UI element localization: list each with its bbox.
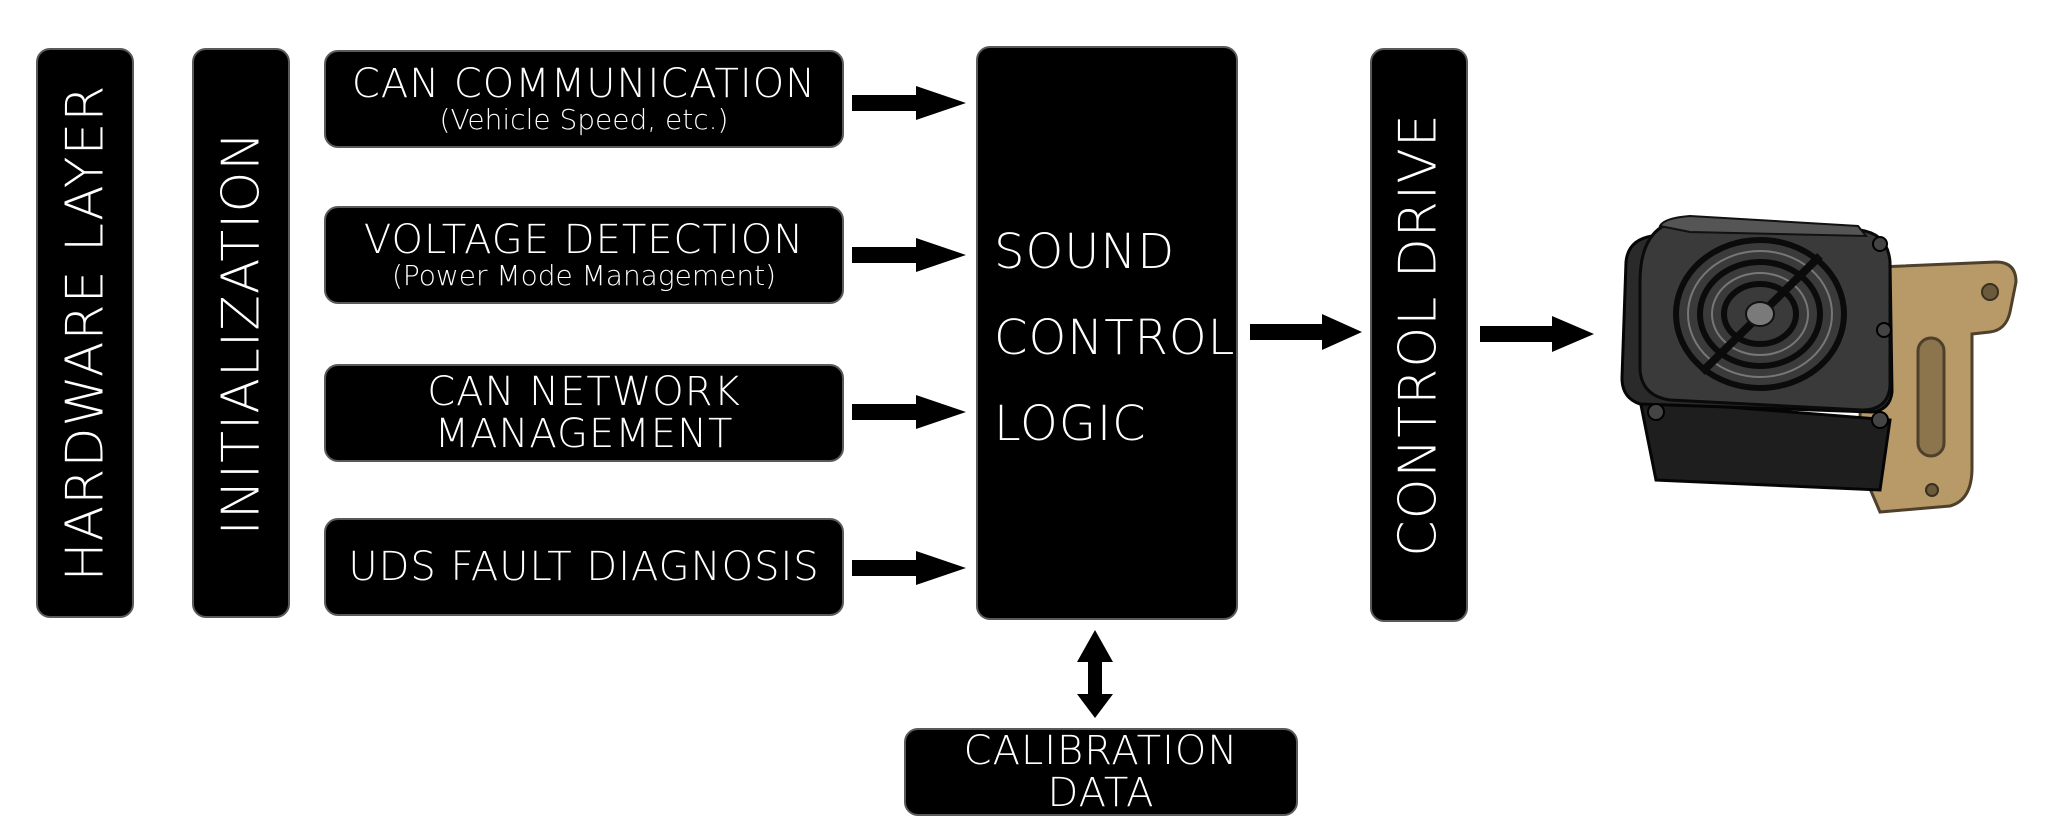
input-title: UDS FAULT DIAGNOSIS <box>348 544 820 590</box>
arrow-right-icon <box>852 395 966 429</box>
input-subtitle: MANAGEMENT <box>434 411 734 457</box>
calibration-data-block: CALIBRATION DATA <box>904 728 1298 816</box>
input-block-can-communication: CAN COMMUNICATION (Vehicle Speed, etc.) <box>324 50 844 148</box>
logic-line-1: SOUND <box>994 224 1176 280</box>
calibration-label: CALIBRATION DATA <box>963 728 1239 816</box>
input-title: CAN NETWORK <box>427 369 741 415</box>
input-block-uds-fault-diagnosis: UDS FAULT DIAGNOSIS <box>324 518 844 616</box>
input-title: VOLTAGE DETECTION <box>363 217 805 264</box>
input-block-voltage-detection: VOLTAGE DETECTION (Power Mode Management… <box>324 206 844 304</box>
arrow-right-icon <box>852 238 966 272</box>
mounting-bracket-icon <box>1853 260 2018 514</box>
arrow-right-icon <box>1480 316 1594 352</box>
arrow-right-icon <box>852 551 966 585</box>
input-block-can-network: CAN NETWORK MANAGEMENT <box>324 364 844 462</box>
hardware-layer-block: HARDWARE LAYER <box>36 48 134 618</box>
bidirectional-arrow-icon <box>1077 630 1113 718</box>
control-drive-block: CONTROL DRIVE <box>1370 48 1468 622</box>
arrow-right-icon <box>852 86 966 120</box>
sound-control-logic-block: SOUND CONTROL LOGIC <box>976 46 1238 620</box>
arrow-right-icon <box>1250 314 1362 350</box>
input-title: CAN COMMUNICATION <box>351 61 817 108</box>
input-subtitle: (Power Mode Management) <box>391 259 777 293</box>
logic-line-2: CONTROL <box>994 310 1236 366</box>
initialization-block: INITIALIZATION <box>192 48 290 618</box>
logic-line-3: LOGIC <box>994 396 1147 452</box>
input-subtitle: (Vehicle Speed, etc.) <box>439 103 729 137</box>
device-housing-icon <box>1620 214 1894 492</box>
